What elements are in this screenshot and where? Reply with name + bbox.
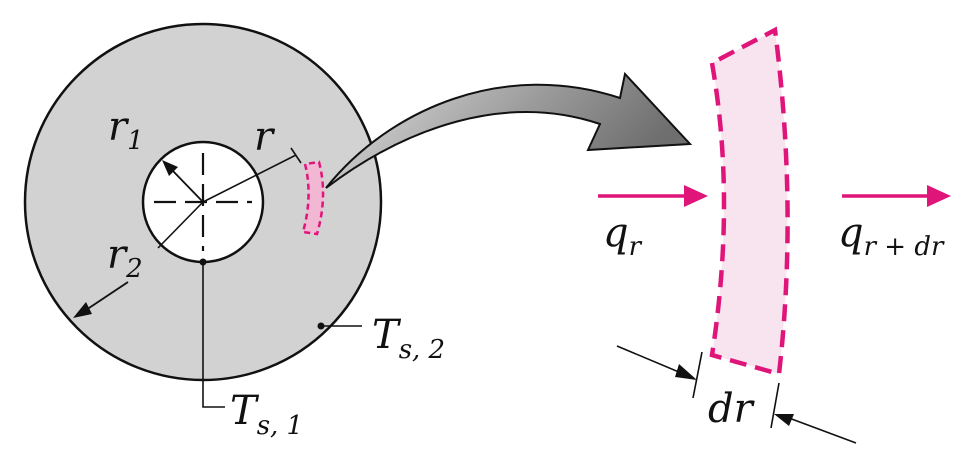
qrdr-label: qr + dr [838, 210, 945, 262]
dr-right-arrowhead [774, 414, 794, 426]
ts2-label: Ts, 2 [372, 312, 445, 365]
ts2-leader [317, 322, 362, 330]
r-dimension-tick [290, 147, 302, 164]
r-label: r [254, 114, 276, 160]
zoom-transfer-arrow [325, 71, 693, 189]
r1-label: r1 [108, 104, 144, 156]
qr-flux-arrow [598, 185, 708, 207]
ts1-leader [199, 258, 225, 408]
r1-radius-arrow [162, 160, 204, 203]
dr-dimension [616, 345, 857, 444]
small-differential-element [301, 160, 325, 236]
qrdr-flux-arrow [842, 185, 951, 207]
r2-radius-arrow [73, 201, 204, 318]
qr-label: qr [603, 210, 643, 262]
r2-label: r2 [107, 232, 143, 284]
ts1-label: Ts, 1 [230, 388, 303, 441]
dr-label: dr [708, 386, 756, 432]
enlarged-differential-element [709, 26, 790, 377]
dr-left-arrowhead [675, 364, 697, 380]
r-radius-line [202, 154, 297, 203]
